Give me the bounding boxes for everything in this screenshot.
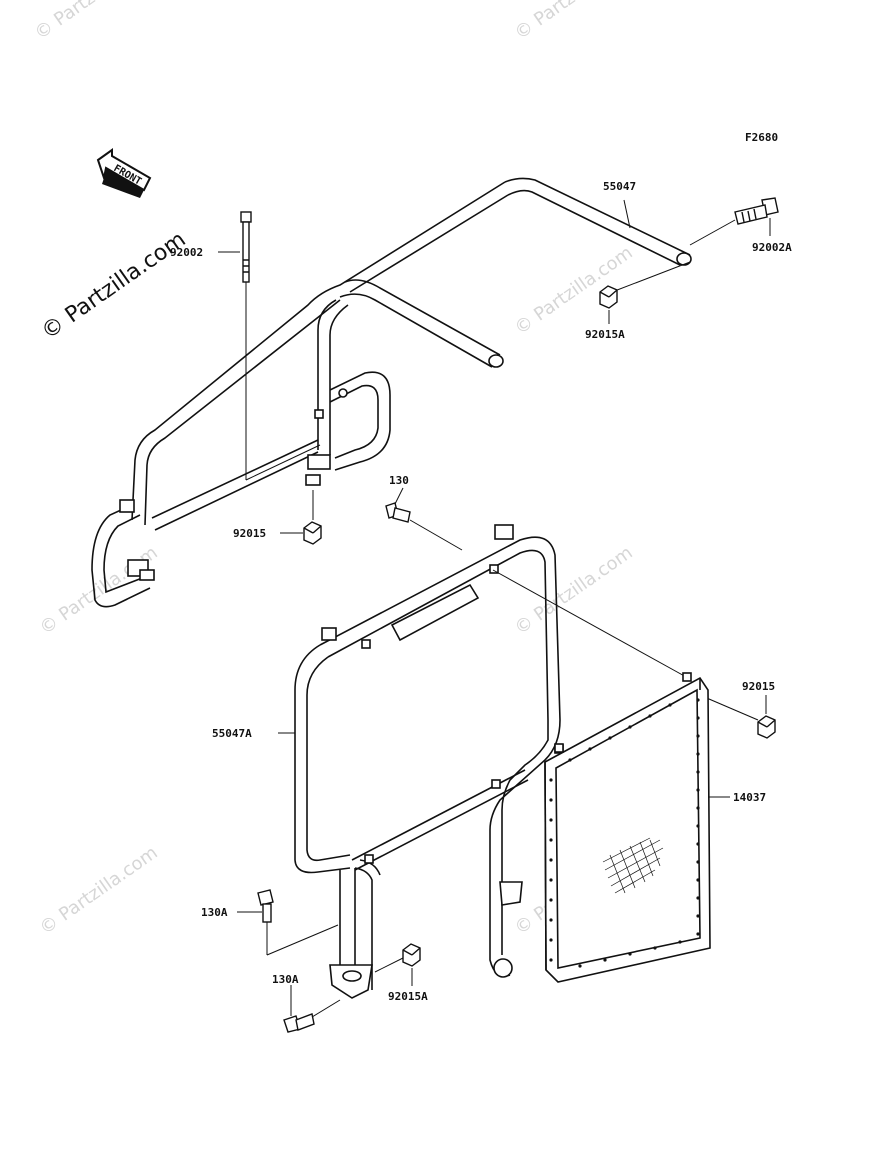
mesh-pattern bbox=[602, 837, 664, 894]
leader-line bbox=[689, 219, 736, 246]
roll-bar-lower bbox=[294, 524, 564, 999]
front-arrow-icon: FRONT bbox=[96, 148, 152, 198]
leader-line bbox=[409, 519, 463, 551]
leader-line bbox=[611, 261, 691, 293]
nut-92015-left-icon bbox=[303, 521, 322, 545]
leader-line bbox=[492, 569, 689, 679]
nut-92015A-top-icon bbox=[599, 285, 618, 309]
watermark-main: © Partzilla.com bbox=[37, 227, 190, 345]
watermark-faint: © Partzilla.com bbox=[31, 0, 157, 44]
part-label-130[interactable]: 130 bbox=[389, 474, 409, 487]
bolt-130A-upper-icon bbox=[257, 889, 274, 923]
bolt-130A-lower-icon bbox=[283, 1013, 315, 1033]
leader-line bbox=[374, 957, 404, 973]
rivets bbox=[549, 698, 700, 968]
watermark-faint: © Partzilla.com bbox=[511, 242, 637, 339]
leader-line bbox=[623, 199, 631, 229]
leader-line bbox=[311, 999, 341, 1018]
bolt-92002A-icon bbox=[734, 197, 779, 225]
part-label-92015-left[interactable]: 92015 bbox=[233, 527, 266, 540]
screen-14037 bbox=[544, 672, 711, 983]
part-label-130A-upper[interactable]: 130A bbox=[201, 906, 228, 919]
nut-92015-right-icon bbox=[757, 715, 776, 739]
leader-line bbox=[266, 924, 339, 956]
roll-bar-upper bbox=[91, 177, 692, 608]
part-label-92002[interactable]: 92002 bbox=[170, 246, 203, 259]
part-label-130A-lower[interactable]: 130A bbox=[272, 973, 299, 986]
figure-code: F2680 bbox=[745, 131, 778, 144]
leader-line bbox=[245, 444, 321, 481]
bolt-130-icon bbox=[385, 502, 411, 523]
part-label-92002A[interactable]: 92002A bbox=[752, 241, 792, 254]
leader-line bbox=[394, 487, 404, 505]
part-label-55047[interactable]: 55047 bbox=[603, 180, 636, 193]
nut-92015A-bottom-icon bbox=[402, 943, 421, 967]
watermark-faint: © Partzilla.com bbox=[36, 842, 162, 939]
part-label-92015A-top[interactable]: 92015A bbox=[585, 328, 625, 341]
part-label-55047A[interactable]: 55047A bbox=[212, 727, 252, 740]
part-label-14037[interactable]: 14037 bbox=[733, 791, 766, 804]
part-label-92015A-bottom[interactable]: 92015A bbox=[388, 990, 428, 1003]
watermark-faint: © Partzilla.com bbox=[511, 0, 637, 44]
bolt-92002-icon bbox=[240, 211, 252, 283]
part-label-92015-right[interactable]: 92015 bbox=[742, 680, 775, 693]
